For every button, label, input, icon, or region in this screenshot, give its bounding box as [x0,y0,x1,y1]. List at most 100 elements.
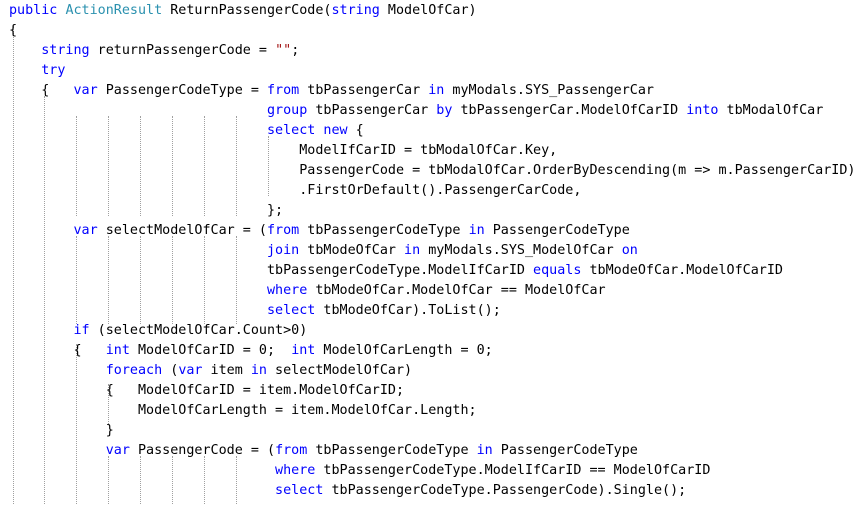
indent-guide [108,384,109,424]
keyword-token: foreach [105,363,163,378]
keyword-token: equals [533,263,582,278]
keyword-token: group [266,103,308,118]
indent-guide [236,456,237,504]
keyword-token: in [428,83,445,98]
keyword-token: public [9,3,58,18]
code-token: tbPassengerCar [307,103,437,118]
code-token: tbModalOfCar [718,103,824,118]
code-token: ( [162,363,179,378]
code-token: PassengerCodeType [484,223,630,238]
code-token [9,363,106,378]
code-line: group tbPassengerCar by tbPassengerCar.M… [9,101,823,121]
code-token: { ModelOfCarID = item.ModelOfCarID; [9,383,405,398]
code-line: var PassengerCode = (from tbPassengerCod… [9,441,638,461]
keyword-token: in [476,443,493,458]
keyword-token: try [41,63,66,78]
code-token [9,483,275,498]
code-token: tbPassengerCodeType.ModelIfCarID == Mode… [315,463,711,478]
code-token: selectModelOfCar) [267,363,413,378]
code-line: { ModelOfCarID = item.ModelOfCarID; [9,381,404,401]
code-line: { int ModelOfCarID = 0; int ModelOfCarLe… [9,341,493,361]
keyword-token: int [105,343,130,358]
keyword-token: var [73,223,98,238]
indent-guide [204,116,205,216]
code-token: tbModeOfCar.ModelOfCarID [581,263,783,278]
code-token: ModelOfCarLength = item.ModelOfCar.Lengt… [9,403,477,418]
indent-guide [172,236,173,324]
code-token: tbPassengerCodeType.ModelIfCarID [9,263,534,278]
keyword-token: where [275,463,316,478]
code-line: .FirstOrDefault().PassengerCarCode, [9,181,581,201]
code-line: ModelIfCarID = tbModalOfCar.Key, [9,141,557,161]
code-token [9,63,41,78]
indent-guide [204,236,205,324]
code-token: tbPassengerCar.ModelOfCarID [452,103,687,118]
indent-guide [236,116,237,216]
keyword-token: where [266,283,308,298]
indent-guide [44,96,45,504]
code-token: PassengerCodeType = [97,83,267,98]
code-token: .FirstOrDefault().PassengerCarCode, [9,183,582,198]
code-token: tbModeOfCar).ToList(); [315,303,501,318]
code-token: returnPassengerCode = [89,43,276,58]
code-line: PassengerCode = tbModalOfCar.OrderByDesc… [9,161,854,181]
code-token: tbPassengerCodeType.PassengerCode).Singl… [323,483,687,498]
code-token [9,303,267,318]
code-token: tbPassengerCodeType [307,443,477,458]
code-line: where tbPassengerCodeType.ModelIfCarID =… [9,461,710,481]
indent-guide [140,236,141,324]
indent-guide [172,116,173,216]
keyword-token: in [250,363,267,378]
code-line: tbPassengerCodeType.ModelIfCarID equals … [9,261,783,281]
string-token: "" [275,43,292,58]
code-line: foreach (var item in selectModelOfCar) [9,361,412,381]
keyword-token: into [686,103,719,118]
keyword-token: from [267,83,300,98]
code-token [9,463,275,478]
code-line: } [9,421,114,441]
code-token: { [347,123,364,138]
code-token: ReturnPassengerCode( [162,3,332,18]
code-line: { [9,21,17,41]
keyword-token: select [266,303,316,318]
keyword-token: var [73,83,98,98]
keyword-token: from [267,223,300,238]
keyword-token: string [41,43,90,58]
code-token: tbPassengerCodeType [299,223,469,238]
code-token [9,223,74,238]
code-line: select tbModeOfCar).ToList(); [9,301,501,321]
code-token: }; [9,203,284,218]
code-token [9,43,41,58]
code-token: ModelOfCar) [379,3,477,18]
code-line: }; [9,201,283,221]
code-token: ModelOfCarLength = 0; [315,343,493,358]
indent-guide [76,116,77,216]
code-token: PassengerCode = tbModalOfCar.OrderByDesc… [9,163,854,178]
keyword-token: by [436,103,453,118]
code-line: public ActionResult ReturnPassengerCode(… [9,1,477,21]
code-token [9,123,267,138]
code-line: select new { [9,121,364,141]
code-token: { [9,83,74,98]
indent-guide [140,116,141,216]
indent-guide [236,236,237,324]
code-token: { [9,23,18,38]
keyword-token: join [266,243,300,258]
code-token: selectModelOfCar = ( [97,223,267,238]
code-line: string returnPassengerCode = ""; [9,41,299,61]
indent-guide [140,456,141,504]
code-token: } [9,423,114,438]
code-token: PassengerCodeType [492,443,638,458]
keyword-token: string [331,3,380,18]
keyword-token: if [73,323,90,338]
keyword-token: new [323,123,348,138]
code-line: where tbModeOfCar.ModelOfCar == ModelOfC… [9,281,606,301]
code-token [9,103,267,118]
code-line: ModelOfCarLength = item.ModelOfCar.Lengt… [9,401,477,421]
code-token: { [9,343,106,358]
code-token: myModals.SYS_ModelOfCar [420,243,622,258]
indent-guide [108,116,109,216]
code-token: PassengerCode = ( [129,443,276,458]
indent-guide [76,344,77,504]
